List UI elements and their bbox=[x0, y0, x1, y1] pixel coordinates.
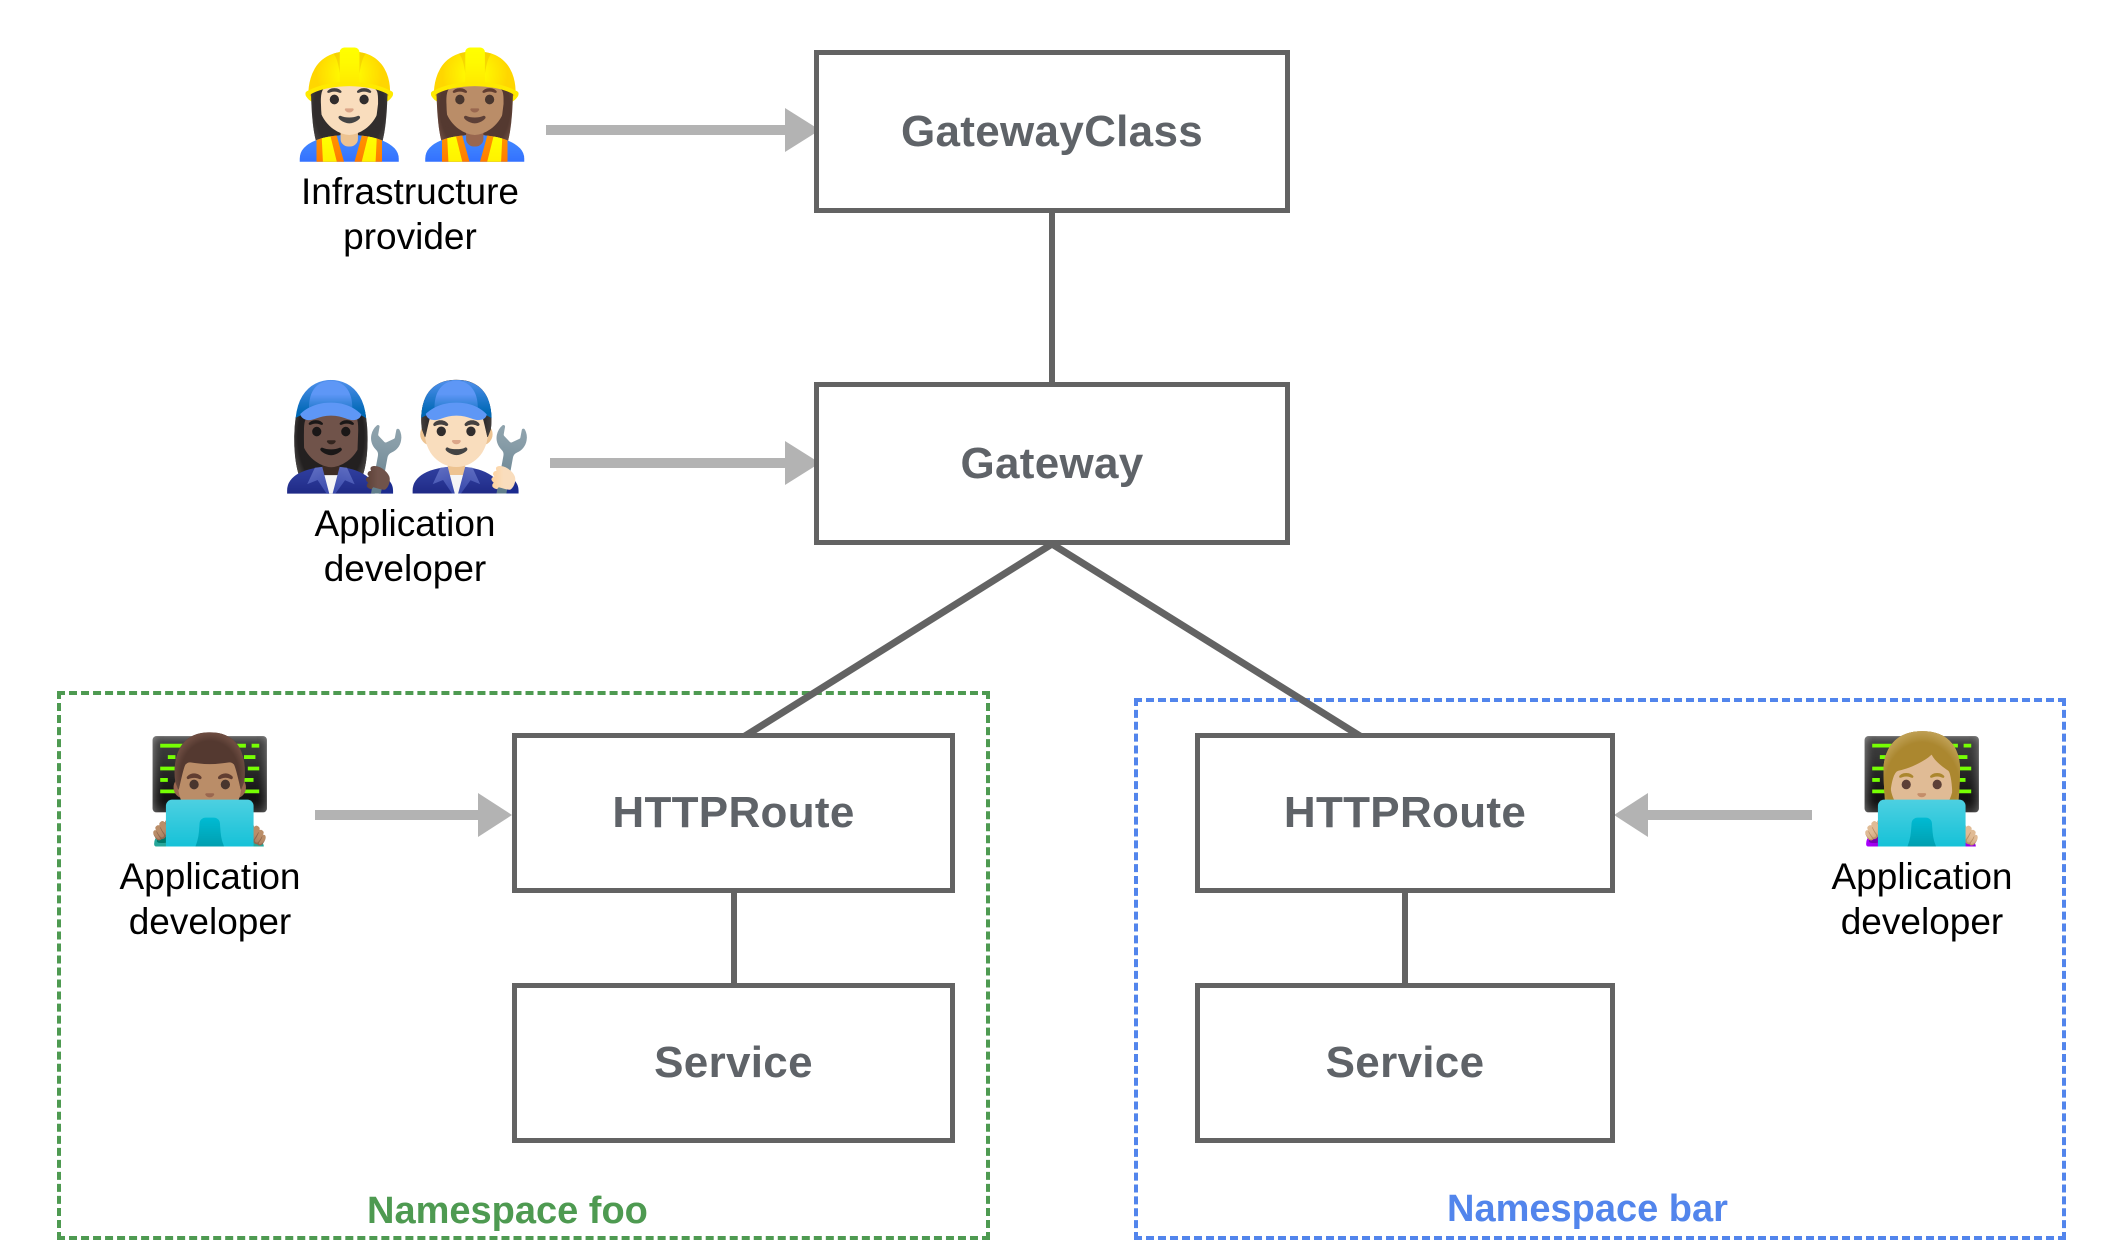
persona-cluster-operator-label: Application developer bbox=[314, 503, 496, 590]
persona-application-developer-bar: 👩🏼‍💻 Application developer bbox=[1812, 728, 2032, 944]
node-httproute-bar-label: HTTPRoute bbox=[1283, 788, 1527, 837]
node-service-bar[interactable]: Service bbox=[1195, 983, 1615, 1143]
node-service-bar-label: Service bbox=[1325, 1038, 1485, 1087]
persona-application-developer-foo-label: Application developer bbox=[119, 856, 301, 943]
mechanic-emoji: 👩🏿‍🔧👨🏻‍🔧 bbox=[279, 375, 535, 497]
node-gateway[interactable]: Gateway bbox=[814, 382, 1290, 545]
namespace-foo-container bbox=[57, 691, 990, 1240]
persona-application-developer-bar-label: Application developer bbox=[1831, 856, 2013, 943]
construction-worker-women-emoji: 👷🏻‍♀️👷🏽‍♀️ bbox=[284, 43, 540, 165]
persona-infrastructure-provider: 👷🏻‍♀️👷🏽‍♀️ Infrastructure provider bbox=[280, 43, 540, 259]
persona-cluster-operator: 👩🏿‍🔧👨🏻‍🔧 Application developer bbox=[279, 375, 535, 591]
node-service-foo-label: Service bbox=[654, 1038, 813, 1087]
arrow-cluster-operator-to-gateway bbox=[550, 441, 820, 485]
persona-infrastructure-provider-label: Infrastructure provider bbox=[301, 171, 519, 258]
node-gatewayclass[interactable]: GatewayClass bbox=[814, 50, 1290, 213]
node-httproute-foo-label: HTTPRoute bbox=[612, 788, 855, 837]
technologist-woman-emoji: 👩🏼‍💻 bbox=[1857, 728, 1987, 850]
namespace-foo-label: Namespace foo bbox=[367, 1190, 648, 1232]
node-gateway-label: Gateway bbox=[960, 438, 1144, 488]
node-gatewayclass-label: GatewayClass bbox=[901, 106, 1203, 156]
persona-application-developer-foo: 👨🏽‍💻 Application developer bbox=[100, 728, 320, 944]
node-httproute-bar[interactable]: HTTPRoute bbox=[1195, 733, 1615, 893]
namespace-bar-container bbox=[1134, 698, 2066, 1240]
arrow-infrastructure-provider-to-gatewayclass bbox=[546, 108, 820, 152]
node-httproute-foo[interactable]: HTTPRoute bbox=[512, 733, 955, 893]
namespace-bar-label: Namespace bar bbox=[1447, 1188, 1728, 1230]
node-service-foo[interactable]: Service bbox=[512, 983, 955, 1143]
technologist-man-emoji: 👨🏽‍💻 bbox=[145, 728, 275, 850]
